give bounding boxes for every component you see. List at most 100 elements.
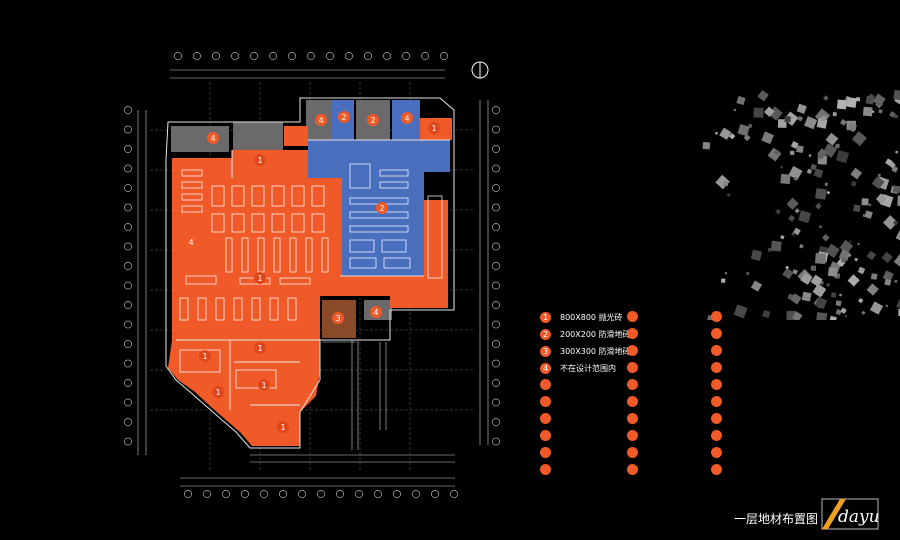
grid-bubble [450,490,458,498]
decorative-square [858,298,864,304]
decorative-square [782,267,794,280]
north-arrow-icon [471,61,489,79]
decorative-square [857,242,860,246]
legend-empty-marker [540,396,551,407]
grid-bubble [492,145,500,153]
decorative-square [848,254,852,258]
grid-bubble [374,490,382,498]
decorative-square [815,203,822,210]
grid-bubble [492,398,500,407]
grid-bubble [440,52,448,60]
grid-bubble [222,490,230,498]
decorative-square [799,244,804,249]
decorative-square [861,198,869,206]
legend-empty-marker [711,396,722,407]
zone-tag-marker [258,379,270,391]
decorative-square [810,163,817,171]
decorative-square [889,111,896,118]
decorative-square [840,307,847,314]
decorative-square [868,203,872,207]
zone-tag-number: 4 [188,238,193,247]
legend-empty-marker [627,311,638,322]
grid-bubble [355,490,363,498]
legend-empty-marker [627,345,638,356]
legend-empty-marker [711,430,722,441]
decorative-square [894,114,899,119]
decorative-square [767,147,782,162]
grid-bubble [492,301,500,309]
decorative-square [720,278,726,284]
decorative-square [733,108,737,112]
zone-tag-number: 2 [370,116,375,125]
decorative-square [818,225,822,229]
grid-bubble [124,223,132,231]
decorative-square [861,310,866,315]
grid-bubble [203,490,211,498]
decorative-square [829,315,837,320]
decorative-square [825,243,840,259]
decorative-square [788,214,796,222]
legend-empty-marker [711,464,722,475]
grid-bubble [174,52,182,60]
zone-tag-marker [199,350,211,362]
legend-empty-marker [711,413,722,424]
decorative-square [724,271,728,275]
grid-bubbles-top [174,52,448,60]
decorative-square [789,150,795,156]
decorative-square [882,215,898,230]
grid-bubble [492,320,500,329]
zone-tag-number: 1 [257,156,262,165]
grid-bubble [364,52,372,60]
decorative-square [796,145,804,154]
decorative-square [825,132,839,146]
grid-bubble [184,490,192,498]
zone-tag-marker [207,132,219,144]
decorative-square [866,250,877,261]
decorative-square [792,269,798,275]
zone-tag-number: 4 [373,308,378,317]
zone-tag-number: 1 [215,388,220,397]
decorative-square [878,109,883,114]
decorative-square [870,273,878,280]
legend-marker: 4 [540,362,551,374]
grid-bubble [212,52,220,60]
grid-bubble [492,242,500,251]
decorative-square [810,265,817,272]
legend-empty-marker [540,430,551,441]
decorative-square [872,93,886,107]
decorative-square [850,180,857,187]
decorative-square [812,283,827,298]
decorative-square [835,150,850,164]
decorative-square [823,95,829,101]
decorative-square [826,190,831,195]
grid-bubble [231,52,239,60]
decorative-square [815,312,828,320]
zone-tag-number: 1 [431,124,436,133]
zone-tag-number: 2 [379,204,384,213]
decorative-square [821,115,827,122]
grid-bubbles-right [492,106,500,446]
grid-bubble [317,490,325,498]
decorative-square [746,271,750,276]
decorative-square [893,220,898,225]
zone-tag-number: 3 [335,314,340,323]
decorative-square [817,148,828,159]
legend-empty-marker [540,447,551,458]
decorative-square [726,193,731,197]
decorative-square [893,253,900,269]
decorative-square [797,115,803,122]
decorative-square [796,103,807,114]
zone-tag-number: 1 [202,352,207,361]
stairs [250,340,455,463]
decorative-square [896,299,900,310]
decorative-square [794,208,800,214]
zone-tag-marker [277,421,289,433]
decorative-square [786,197,799,210]
decorative-square [875,193,887,205]
decorative-square [762,309,771,319]
decorative-square [839,293,842,297]
decorative-square [779,165,784,169]
grid-bubble [269,52,277,60]
zone-tag-number: 4 [318,116,323,125]
decorative-square [824,182,829,187]
